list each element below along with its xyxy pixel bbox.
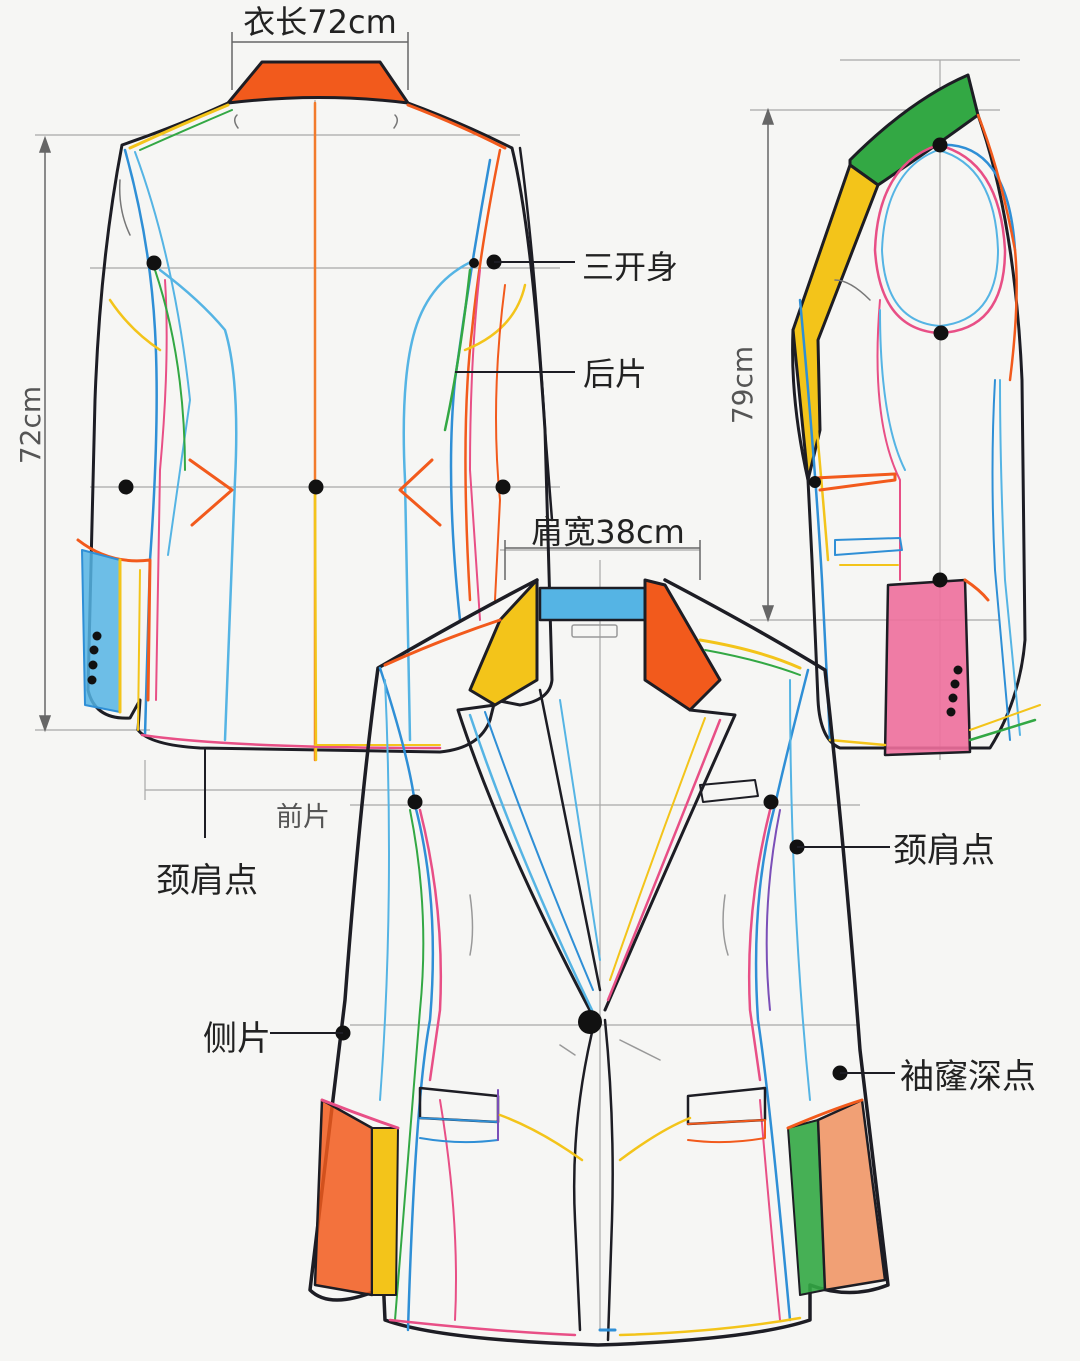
dimension-lines [38,32,775,733]
back-view-jacket [76,60,554,762]
filled-dot-icon [469,258,479,268]
label-three-piece: 三开身 [582,248,678,286]
sleeve-button-icon [88,660,98,670]
sleeve-button-icon [953,665,963,675]
front-button-icon [578,1010,602,1034]
filled-dot-icon [809,476,821,488]
front-collar-stand [538,586,647,622]
side-view-markers [809,137,963,717]
filled-dot-icon [933,325,949,341]
filled-dot-icon [118,479,134,495]
leader-lines [204,261,895,1074]
label-length-top: 衣长72cm [243,3,397,41]
back-left-cuff [81,549,121,713]
filled-dot-icon [763,794,779,810]
sleeve-button-icon [89,645,99,655]
sleeve-button-icon [946,707,956,717]
filled-dot-icon [407,794,423,810]
filled-dot-icon [308,479,324,495]
label-length-side: 79cm [726,346,759,424]
front-left-cuff [313,1098,374,1297]
side-view-jacket [791,73,1041,757]
side-lapel [791,163,880,482]
label-armhole-depth: 袖窿深点 [900,1057,1036,1097]
front-view-jacket [308,578,890,1347]
text-labels: 衣长72cm 72cm 79cm 肩宽38cm 三开身 后片 前片 颈肩点 颈肩… [14,3,1036,1097]
back-collar [226,60,410,105]
filled-dot-icon [146,255,162,271]
side-collar [848,73,980,187]
label-back-piece: 后片 [583,355,647,393]
label-side-piece: 侧片 [203,1019,271,1059]
filled-dot-icon [495,479,511,495]
back-view-markers [87,254,511,685]
label-neck-shoulder-left: 颈肩点 [156,861,258,901]
front-collar-right [643,578,722,712]
label-shoulder-width: 肩宽38cm [531,513,685,551]
label-front-piece: 前片 [276,802,330,833]
filled-dot-icon [932,137,948,153]
label-neck-shoulder-right: 颈肩点 [893,831,995,871]
sleeve-button-icon [948,693,958,703]
filled-dot-icon [932,572,948,588]
label-length-left: 72cm [14,386,47,464]
sleeve-button-icon [92,631,102,641]
sleeve-button-icon [87,675,97,685]
front-collar-left [468,578,539,707]
sleeve-button-icon [950,679,960,689]
